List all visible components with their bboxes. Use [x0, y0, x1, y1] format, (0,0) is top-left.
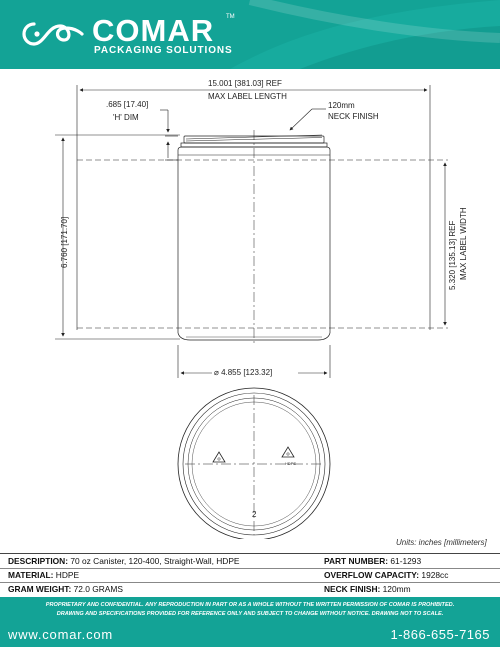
neck-caption-label: NECK FINISH	[328, 112, 379, 121]
footer-banner: PROPRIETARY AND CONFIDENTIAL. ANY REPROD…	[0, 597, 500, 647]
spec-row: MATERIAL: HDPE OVERFLOW CAPACITY: 1928cc	[0, 570, 500, 583]
gram-weight-value: 72.0 GRAMS	[73, 584, 123, 594]
material-value: HDPE	[55, 570, 80, 580]
spec-row: GRAM WEIGHT: 72.0 GRAMS NECK FINISH: 120…	[0, 584, 500, 597]
specifications-table: DESCRIPTION: 70 oz Canister, 120-400, St…	[0, 553, 500, 599]
height-value: 6.760 [171.70]	[60, 217, 69, 268]
recycle-symbol-left-icon	[212, 451, 226, 463]
neck-finish-value: 120mm	[382, 584, 411, 594]
brand-name: COMAR	[92, 13, 215, 48]
height-dimension: 6.760 [171.70]	[55, 134, 180, 340]
description-value: 70 oz Canister, 120-400, Straight-Wall, …	[70, 556, 240, 566]
units-note: Units: inches [millimeters]	[396, 538, 487, 547]
description-label: DESCRIPTION:	[8, 556, 69, 566]
brand-tagline: PACKAGING SOLUTIONS	[94, 45, 233, 56]
part-number-value: 61-1293	[390, 556, 422, 566]
phone-number[interactable]: 1-866-655-7165	[390, 627, 490, 642]
neck-finish-label: NECK FINISH:	[324, 584, 381, 594]
recycle-code-label: 2	[252, 510, 257, 519]
comar-logo-icon	[22, 22, 84, 46]
neck-size-label: 120mm	[328, 101, 355, 110]
part-number-label: PART NUMBER:	[324, 556, 389, 566]
technical-drawing: 15.001 [381.03] REF MAX LABEL LENGTH .68…	[55, 79, 468, 539]
diameter-value: ⌀ 4.855 [123.32]	[214, 368, 272, 377]
label-length-caption: MAX LABEL LENGTH	[208, 92, 287, 101]
label-length-value: 15.001 [381.03] REF	[208, 79, 282, 88]
spec-row: DESCRIPTION: 70 oz Canister, 120-400, St…	[0, 556, 500, 569]
header-banner: COMAR TM PACKAGING SOLUTIONS	[0, 0, 500, 69]
overflow-capacity-label: OVERFLOW CAPACITY:	[324, 570, 420, 580]
gram-weight-label: GRAM WEIGHT:	[8, 584, 72, 594]
disclaimer-text: PROPRIETARY AND CONFIDENTIAL. ANY REPROD…	[8, 601, 492, 619]
trademark-mark: TM	[226, 14, 235, 20]
recycle-symbol-right-icon	[281, 446, 295, 458]
material-code-label: HDPE	[285, 461, 296, 466]
canister-side-view	[177, 130, 331, 345]
overflow-capacity-value: 1928cc	[421, 570, 449, 580]
row-divider	[0, 582, 500, 583]
h-dimension: .685 [17.40] 'H' DIM	[106, 100, 178, 161]
diameter-dimension: ⌀ 4.855 [123.32]	[177, 345, 331, 378]
h-dim-value: .685 [17.40]	[106, 100, 148, 109]
material-label: MATERIAL:	[8, 570, 54, 580]
disclaimer-line: PROPRIETARY AND CONFIDENTIAL. ANY REPROD…	[45, 602, 455, 608]
label-length-dimension: 15.001 [381.03] REF MAX LABEL LENGTH	[76, 79, 431, 330]
header-swoosh-background	[230, 0, 500, 69]
h-dim-caption: 'H' DIM	[113, 113, 139, 122]
disclaimer-line: DRAWING AND SPECIFICATIONS PROVIDED FOR …	[56, 611, 444, 617]
neck-finish-callout: 120mm NECK FINISH	[289, 101, 379, 131]
label-width-caption: MAX LABEL WIDTH	[459, 207, 468, 280]
label-width-dimension: 5.320 [135.13] REF MAX LABEL WIDTH	[77, 159, 468, 329]
label-width-value: 5.320 [135.13] REF	[448, 220, 457, 290]
row-divider	[0, 568, 500, 569]
website-link[interactable]: www.comar.com	[8, 627, 114, 642]
canister-bottom-view	[177, 387, 331, 539]
